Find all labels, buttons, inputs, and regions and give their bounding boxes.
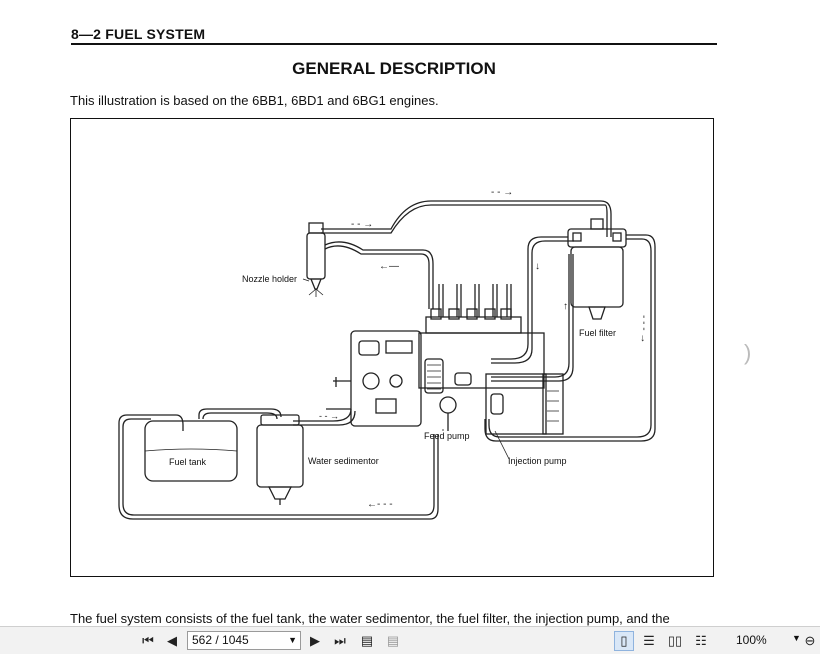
fuel-system-diagram: - - → - - → ←— [70, 118, 714, 577]
continuous-facing-icon[interactable]: ☷ [695, 633, 707, 648]
label-fuel-filter: Fuel filter [579, 328, 616, 338]
svg-text:- - →: - - → [491, 187, 513, 198]
label-nozzle-holder: Nozzle holder [242, 274, 297, 284]
zoom-level[interactable]: 100% [736, 633, 767, 647]
viewer-toolbar: ⏮ ◀ 562 / 1045 ▼ ▶ ⏭ ▤ ▤ ▯ ☰ ▯▯ ☷ 100% ▼… [0, 626, 820, 654]
header-rule [71, 43, 717, 45]
next-view-icon[interactable]: ▤ [386, 633, 400, 648]
svg-text:←—: ←— [379, 261, 399, 272]
svg-text:←- - -: ←- - - [367, 499, 393, 510]
first-page-icon[interactable]: ⏮ [142, 633, 154, 648]
injection-pump [418, 308, 564, 435]
nozzle-holder [306, 222, 326, 297]
chevron-down-icon[interactable]: ▼ [288, 635, 297, 645]
fuel-tank [144, 420, 238, 482]
page-title: GENERAL DESCRIPTION [292, 59, 496, 78]
next-page-icon[interactable]: ▶ [310, 633, 320, 648]
last-page-icon[interactable]: ⏭ [334, 633, 346, 648]
governor [326, 330, 422, 427]
previous-view-icon[interactable]: ▤ [360, 633, 374, 648]
feed-pump [424, 358, 472, 431]
svg-text:↓: ↓ [535, 261, 540, 272]
injection-pipes [438, 284, 512, 317]
page-number-input[interactable]: 562 / 1045 ▼ [187, 631, 301, 650]
svg-text:↑: ↑ [563, 301, 568, 312]
intro-text: This illustration is based on the 6BB1, … [70, 93, 439, 108]
section-header: 8—2 FUEL SYSTEM [71, 26, 206, 42]
label-injection-pump: Injection pump [508, 456, 567, 466]
zoom-dropdown-icon[interactable]: ▼ [792, 633, 801, 643]
label-fuel-tank: Fuel tank [169, 457, 207, 467]
side-margin-mark: ) [744, 340, 752, 365]
svg-text:- - →: - - → [351, 219, 373, 230]
fuel-filter [567, 218, 627, 320]
water-sedimentor [256, 414, 304, 505]
prev-page-icon[interactable]: ◀ [167, 633, 177, 648]
body-text: The fuel system consists of the fuel tan… [70, 611, 670, 626]
document-page: 8—2 FUEL SYSTEM GENERAL DESCRIPTION This… [70, 26, 752, 626]
single-page-icon[interactable]: ▯ [614, 631, 634, 651]
page-number-value: 562 / 1045 [192, 633, 249, 647]
svg-text:- - - →: - - - → [638, 315, 649, 343]
zoom-out-icon[interactable]: ⊖ [804, 633, 816, 648]
svg-text:- - →: - - → [319, 411, 339, 421]
facing-icon[interactable]: ▯▯ [667, 633, 683, 648]
continuous-icon[interactable]: ☰ [643, 633, 655, 648]
label-feed-pump: Feed pump [424, 431, 470, 441]
label-water-sedimentor: Water sedimentor [308, 456, 379, 466]
